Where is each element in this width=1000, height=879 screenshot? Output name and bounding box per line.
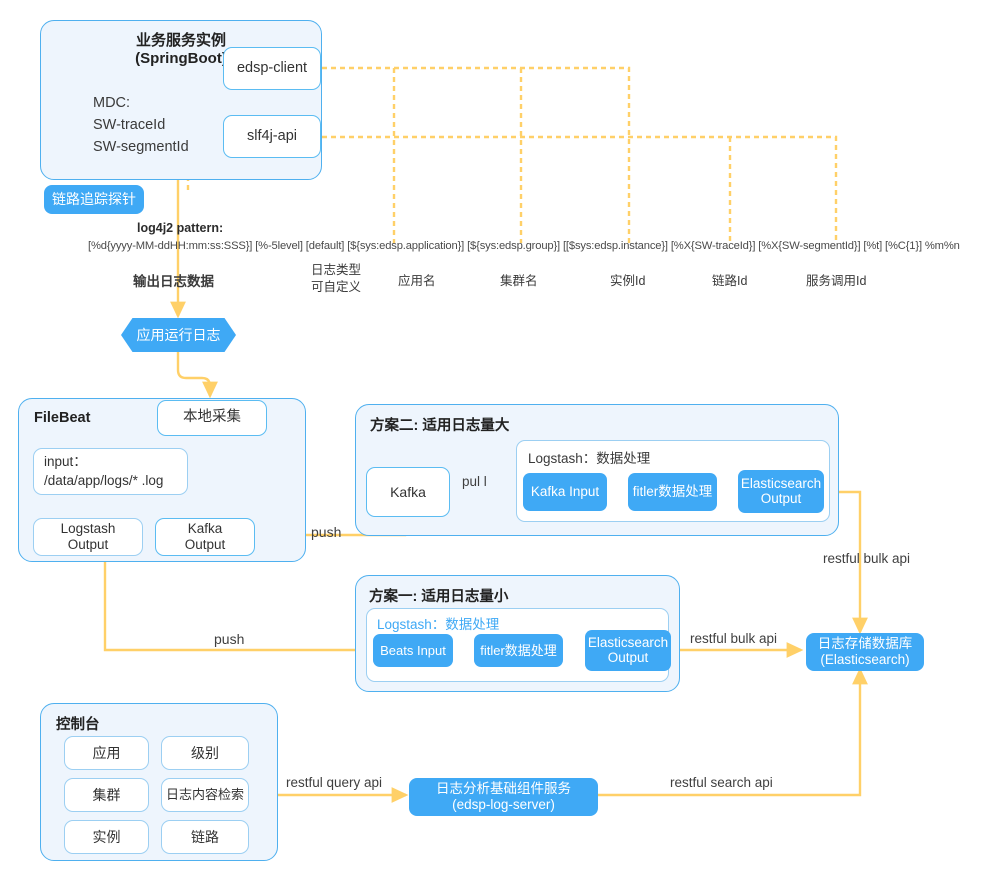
pattern-annotation-app-name: 应用名: [398, 274, 436, 288]
pattern-annotation-span-id: 服务调用Id: [806, 274, 867, 288]
plan-one-stage-es-output[interactable]: Elasticsearch Output: [585, 630, 671, 671]
console-button-instance[interactable]: 实例: [64, 820, 149, 854]
slf4j-api-label: slf4j-api: [247, 127, 297, 144]
log-storage-db-line1: 日志存储数据库: [817, 636, 913, 652]
console-button-cluster-label: 集群: [92, 786, 121, 803]
edge-label-push-top: push: [311, 524, 342, 540]
edge-label-restful-bulk-api-mid: restful bulk api: [690, 631, 778, 646]
kafka-box[interactable]: Kafka: [366, 467, 450, 517]
plan-two-stage-es-output-label: Elasticsearch Output: [740, 475, 822, 506]
log-analysis-server-line2: (edsp-log-server): [452, 797, 555, 812]
plan-two-stage-es-output[interactable]: Elasticsearch Output: [738, 470, 824, 513]
console-button-log-search[interactable]: 日志内容检索: [161, 778, 249, 812]
filebeat-title: FileBeat: [34, 410, 91, 426]
edsp-client-box[interactable]: edsp-client: [223, 47, 321, 90]
console-title: 控制台: [56, 717, 100, 733]
plan-one-stage-beats-input[interactable]: Beats Input: [373, 634, 453, 667]
pattern-annotation-cluster-name: 集群名: [500, 274, 538, 288]
pattern-annotation-trace-id: 链路Id: [712, 274, 748, 288]
plan-two-logstash-title: Logstash：数据处理: [528, 451, 651, 466]
edge-label-restful-query-api: restful query api: [286, 775, 383, 790]
pull-edge-label: pul l: [462, 474, 487, 489]
kafka-label: Kafka: [390, 483, 426, 500]
app-runtime-log-label: 应用运行日志: [136, 327, 221, 343]
log4j2-pattern-text: [%d{yyyy-MM-ddHH:mm:ss:SSS}] [%-5level] …: [88, 240, 960, 252]
plan-one-stage-filter[interactable]: fitler数据处理: [474, 634, 563, 667]
console-button-app-label: 应用: [92, 744, 121, 761]
pattern-annotation-log-type: 日志类型 可自定义: [311, 263, 362, 294]
app-runtime-log-hexagon: 应用运行日志: [121, 318, 236, 352]
console-button-level-label: 级别: [191, 744, 219, 761]
springboot-title-line1: 业务服务实例: [135, 32, 226, 49]
log-storage-db-box[interactable]: 日志存储数据库 (Elasticsearch): [806, 633, 924, 671]
plan-one-title: 方案一: 适用日志量小: [369, 589, 509, 605]
kafka-output-box[interactable]: Kafka Output: [155, 518, 255, 556]
plan-two-stage-kafka-input-label: Kafka Input: [530, 484, 600, 500]
local-collect-label: 本地采集: [183, 409, 241, 426]
edge-label-restful-search-api: restful search api: [670, 775, 773, 790]
log4j2-pattern-heading: log4j2 pattern:: [137, 221, 224, 235]
kafka-output-label: Kafka Output: [184, 521, 226, 552]
plan-one-stage-es-output-label: Elasticsearch Output: [587, 634, 669, 665]
plan-one-logstash-title: Logstash：数据处理: [377, 617, 500, 632]
trace-probe-label: 链路追踪探针: [52, 191, 136, 208]
mdc-label: MDC: SW-traceId SW-segmentId: [93, 95, 189, 156]
console-button-app[interactable]: 应用: [64, 736, 149, 770]
edge-label-push-bottom: push: [214, 631, 245, 647]
pattern-annotation-output-log: 输出日志数据: [133, 274, 214, 289]
console-button-log-search-label: 日志内容检索: [165, 787, 244, 803]
trace-probe-badge[interactable]: 链路追踪探针: [44, 185, 144, 214]
plan-two-stage-filter[interactable]: fitler数据处理: [628, 473, 717, 511]
logstash-output-label: Logstash Output: [60, 521, 116, 552]
pattern-annotation-instance-id: 实例Id: [610, 274, 646, 288]
console-button-level[interactable]: 级别: [161, 736, 249, 770]
springboot-title-line2: (SpringBoot): [135, 50, 227, 67]
console-button-instance-label: 实例: [92, 828, 121, 845]
console-button-trace[interactable]: 链路: [161, 820, 249, 854]
console-button-trace-label: 链路: [191, 828, 219, 845]
slf4j-api-box[interactable]: slf4j-api: [223, 115, 321, 158]
edsp-client-label: edsp-client: [236, 59, 308, 76]
console-button-cluster[interactable]: 集群: [64, 778, 149, 812]
plan-two-stage-kafka-input[interactable]: Kafka Input: [523, 473, 607, 511]
log-analysis-server-box[interactable]: 日志分析基础组件服务 (edsp-log-server): [409, 778, 598, 816]
plan-two-title: 方案二: 适用日志量大: [370, 418, 510, 434]
plan-one-stage-filter-label: fitler数据处理: [480, 642, 557, 658]
log-analysis-server-line1: 日志分析基础组件服务: [436, 781, 571, 797]
local-collect-box[interactable]: 本地采集: [157, 400, 267, 436]
filebeat-input-box: input： /data/app/logs/* .log: [33, 448, 188, 495]
logstash-output-box[interactable]: Logstash Output: [33, 518, 143, 556]
plan-two-stage-filter-label: fitler数据处理: [632, 484, 713, 500]
log-storage-db-line2: (Elasticsearch): [820, 652, 910, 667]
edge-label-restful-bulk-api-right: restful bulk api: [823, 551, 911, 566]
plan-one-stage-beats-input-label: Beats Input: [380, 642, 446, 658]
filebeat-input-label: input： /data/app/logs/* .log: [44, 453, 164, 488]
